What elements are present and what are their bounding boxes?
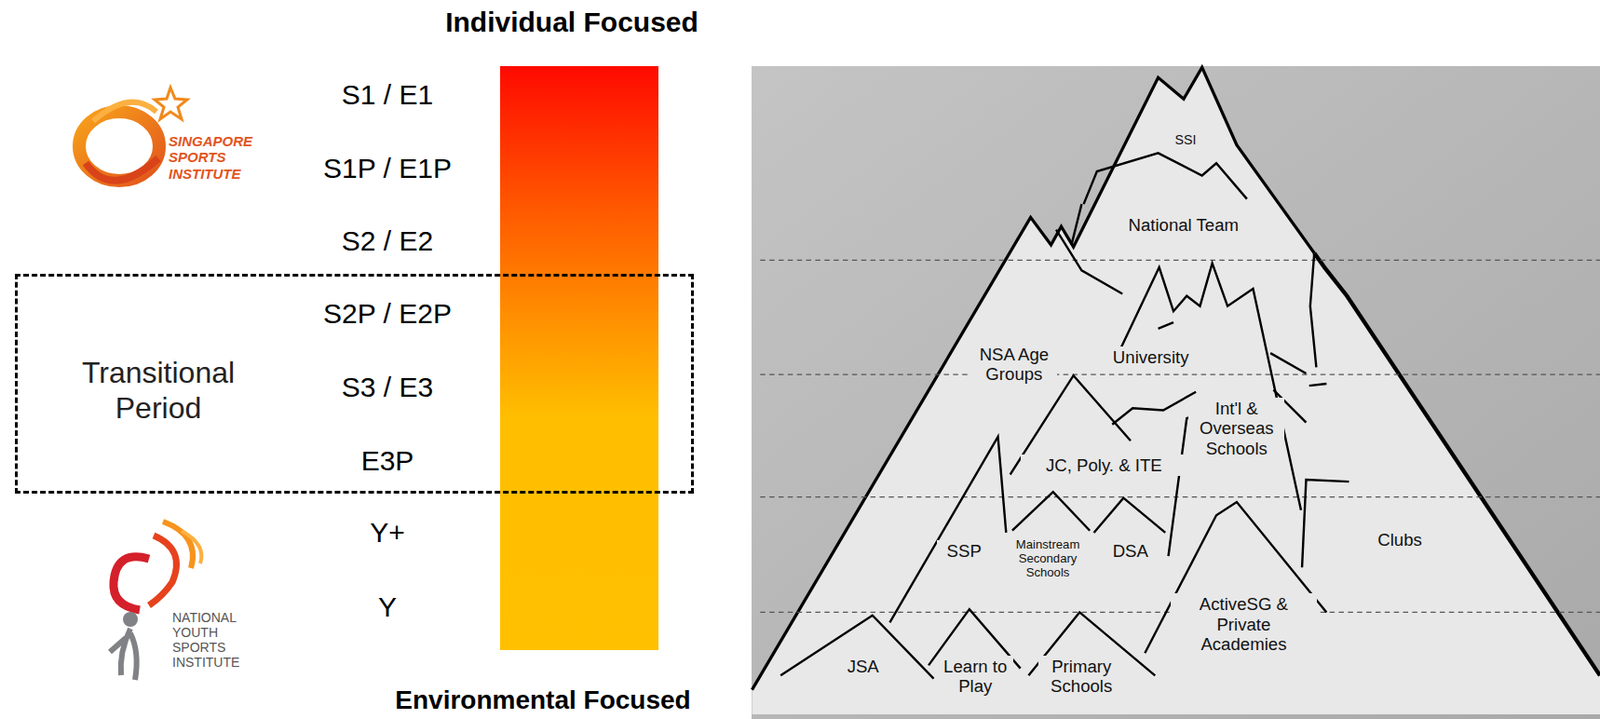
tier-label: Y — [294, 591, 481, 624]
mountain-label: SSI — [1152, 131, 1219, 149]
mountain-label: DSA — [1102, 540, 1158, 562]
mountain-label: Learn to Play — [937, 655, 1014, 698]
tier-label: E3P — [294, 445, 481, 478]
mountain-label: University — [1098, 346, 1205, 368]
mountain-label: Int'l & Overseas Schools — [1188, 397, 1285, 460]
axis-label: Environmental Focused — [338, 685, 748, 716]
mountain-label: JSA — [835, 655, 891, 678]
mountain-label: National Team — [1099, 214, 1267, 236]
mountain-label: NSA Age Groups — [971, 343, 1058, 386]
logo-text: SINGAPORE SPORTS INSTITUTE — [168, 133, 285, 182]
tier-label: S3 / E3 — [294, 371, 481, 405]
mountain-label: SSP — [936, 540, 992, 562]
tier-label: S1P / E1P — [294, 152, 481, 186]
mountain-label: Clubs — [1362, 528, 1438, 551]
gradient-bar — [500, 66, 659, 651]
mountain — [752, 67, 1600, 715]
ssi-logo — [69, 66, 288, 213]
transition-box: Transitional Period — [14, 273, 694, 494]
axis-label: Individual Focused — [376, 6, 768, 40]
mountain-background — [751, 66, 1600, 719]
tier-label: Y+ — [294, 516, 481, 550]
box-heading: Transitional Period — [46, 354, 271, 427]
mountain-label: JC, Poly. & ITE — [1020, 454, 1188, 476]
nysi-logo — [94, 510, 286, 699]
mountain-label: Primary Schools — [1038, 655, 1125, 698]
tier-label: S2P / E2P — [294, 298, 481, 331]
logo-text: NATIONAL YOUTH SPORTS INSTITUTE — [172, 610, 266, 670]
tier-label: S1 / E1 — [294, 79, 481, 112]
mountain-label: ActiveSG & Private Academies — [1170, 593, 1317, 655]
tier-label: S2 / E2 — [294, 225, 481, 258]
mountain-label: Mainstream Secondary Schools — [1004, 536, 1091, 581]
